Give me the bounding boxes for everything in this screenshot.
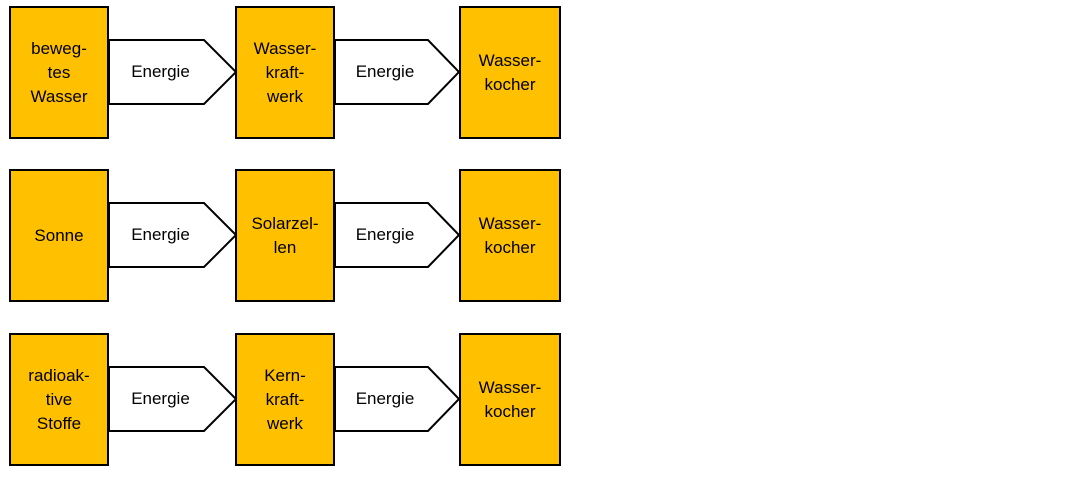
energy-chain-row-solar: Sonne Energie Solarzel- len Energie Wass… (0, 169, 1067, 302)
energy-arrow: Energie (334, 202, 460, 268)
box-label: Solarzel- len (251, 213, 319, 257)
box-kernkraftwerk: Kern- kraft- werk (235, 333, 335, 466)
arrow-label: Energie (131, 389, 190, 408)
arrow-label: Energie (355, 62, 415, 81)
box-wasserkocher-3: Wasser- kocher (459, 333, 561, 466)
right-arrow-icon (334, 366, 460, 432)
energy-arrow: Energie (108, 366, 237, 432)
arrow-label: Energie (355, 389, 415, 408)
box-label: radioak- tive Stoffe (28, 365, 90, 433)
energy-chain-row-water: beweg- tes Wasser Energie Wasser- kraft-… (0, 6, 1067, 139)
box-sonne: Sonne (9, 169, 109, 302)
right-arrow-icon (334, 202, 460, 268)
box-wasserkraftwerk: Wasser- kraft- werk (235, 6, 335, 139)
box-label: Wasser- kocher (478, 377, 542, 421)
right-arrow-icon (108, 366, 237, 432)
arrow-label: Energie (355, 225, 415, 244)
box-label: Sonne (34, 225, 84, 245)
box-wasserkocher-1: Wasser- kocher (459, 6, 561, 139)
box-bewegtes-wasser: beweg- tes Wasser (9, 6, 109, 139)
box-label: Wasser- kocher (478, 213, 542, 257)
energy-arrow: Energie (334, 39, 460, 105)
arrow-label: Energie (131, 62, 190, 81)
box-label: Wasser- kraft- werk (253, 38, 317, 106)
right-arrow-icon (334, 39, 460, 105)
energy-arrow: Energie (108, 202, 237, 268)
right-arrow-icon (108, 39, 237, 105)
box-radioaktive-stoffe: radioak- tive Stoffe (9, 333, 109, 466)
box-label: Kern- kraft- werk (264, 365, 306, 433)
arrow-label: Energie (131, 225, 190, 244)
box-label: beweg- tes Wasser (30, 38, 88, 106)
box-solarzellen: Solarzel- len (235, 169, 335, 302)
energy-arrow: Energie (108, 39, 237, 105)
right-arrow-icon (108, 202, 237, 268)
energy-chain-row-nuclear: radioak- tive Stoffe Energie Kern- kraft… (0, 333, 1067, 466)
energy-arrow: Energie (334, 366, 460, 432)
box-wasserkocher-2: Wasser- kocher (459, 169, 561, 302)
box-label: Wasser- kocher (478, 50, 542, 94)
